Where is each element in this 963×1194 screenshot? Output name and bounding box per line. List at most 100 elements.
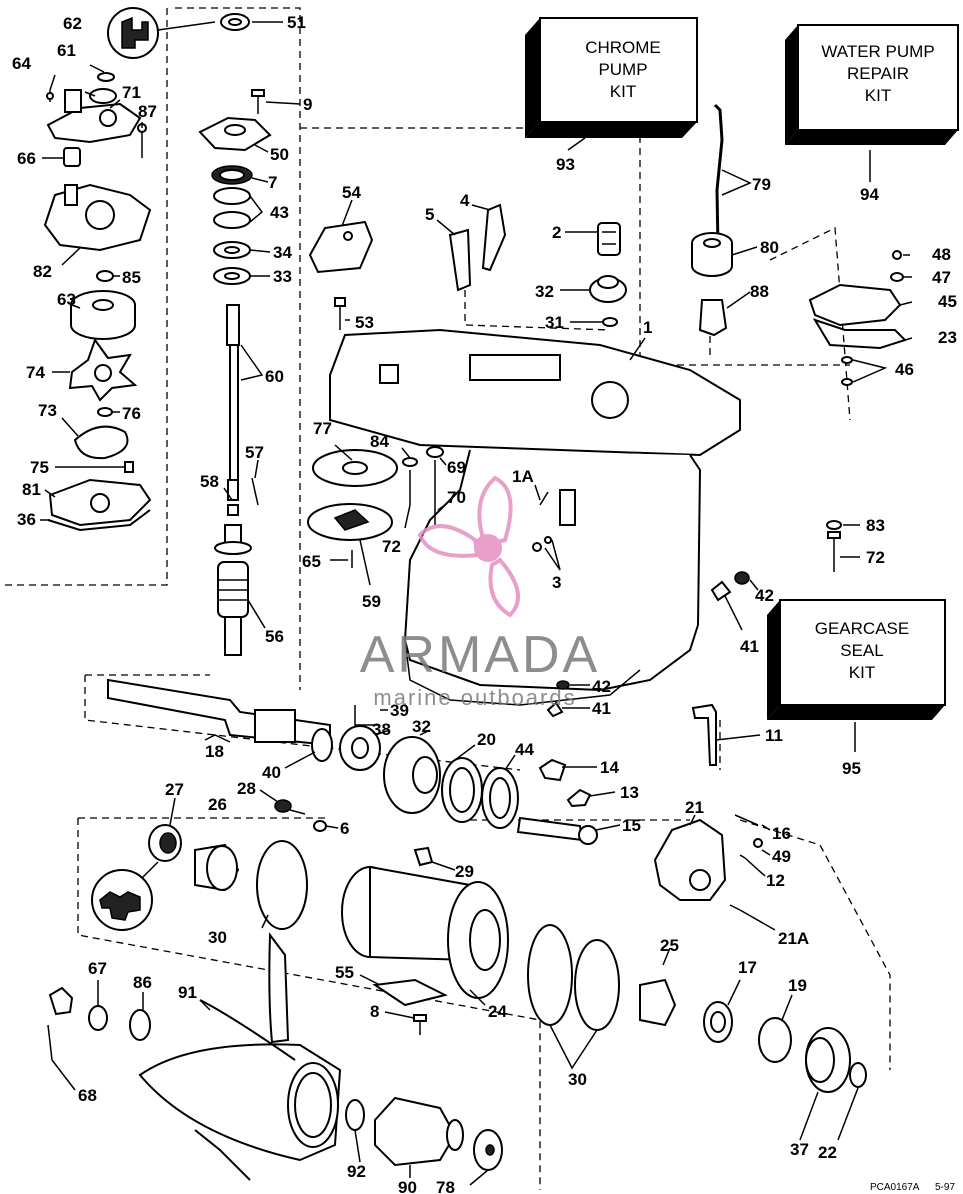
part-label: 2 bbox=[552, 223, 561, 242]
part-label: 26 bbox=[208, 795, 227, 814]
part-label: 46 bbox=[895, 360, 914, 379]
part-label: 59 bbox=[362, 592, 381, 611]
part-label: 3 bbox=[552, 573, 561, 592]
part-label: 84 bbox=[370, 432, 389, 451]
part-label: 19 bbox=[788, 976, 807, 995]
part-label: 1A bbox=[512, 467, 534, 486]
gearcase-kit-line3: KIT bbox=[849, 663, 875, 682]
part-label: 81 bbox=[22, 480, 41, 499]
part-label: 7 bbox=[268, 173, 277, 192]
water-pump-repair-kit-box: WATER PUMP REPAIR KIT bbox=[785, 24, 959, 145]
part-label: 16 bbox=[772, 824, 791, 843]
part-label: 8 bbox=[370, 1002, 379, 1021]
part-label: 23 bbox=[938, 328, 957, 347]
part-label: 4 bbox=[460, 191, 470, 210]
gearcase-kit-line1: GEARCASE bbox=[815, 619, 909, 638]
propeller-logo-icon bbox=[417, 475, 520, 618]
part-label: 85 bbox=[122, 268, 141, 287]
part-label: 76 bbox=[122, 404, 141, 423]
part-label: 27 bbox=[165, 780, 184, 799]
chrome-pump-kit-line3: KIT bbox=[610, 82, 636, 101]
watermark-brand: ARMADA bbox=[360, 626, 600, 684]
part-label: 64 bbox=[12, 54, 31, 73]
part-label: 93 bbox=[556, 155, 575, 174]
part-label: 72 bbox=[382, 537, 401, 556]
part-label: 14 bbox=[600, 758, 619, 777]
part-label: 91 bbox=[178, 983, 197, 1002]
part-label: 65 bbox=[302, 552, 321, 571]
part-label: 71 bbox=[122, 83, 141, 102]
part-label: 55 bbox=[335, 963, 354, 982]
part-label: 32 bbox=[412, 717, 431, 736]
part-label: 29 bbox=[455, 862, 474, 881]
leader-lines bbox=[40, 21, 913, 1186]
part-label: 70 bbox=[447, 488, 466, 507]
propshaft-group bbox=[91, 678, 867, 1093]
part-label: 79 bbox=[752, 175, 771, 194]
part-label: 73 bbox=[38, 401, 57, 420]
part-label: 41 bbox=[592, 699, 611, 718]
footer-code: PCA0167A bbox=[870, 1182, 920, 1193]
part-label: 21 bbox=[685, 798, 704, 817]
part-label: 51 bbox=[287, 13, 306, 32]
part-label: 9 bbox=[303, 95, 312, 114]
part-label: 28 bbox=[237, 779, 256, 798]
part-label: 80 bbox=[760, 238, 779, 257]
part-label: 30 bbox=[208, 928, 227, 947]
water-pump-kit-line1: WATER PUMP bbox=[821, 42, 934, 61]
part-label: 95 bbox=[842, 759, 861, 778]
part-label: 92 bbox=[347, 1162, 366, 1181]
part-label: 5 bbox=[425, 205, 434, 224]
part-label: 67 bbox=[88, 959, 107, 978]
part-label: 63 bbox=[57, 290, 76, 309]
part-label: 22 bbox=[818, 1143, 837, 1162]
chrome-pump-kit-line2: PUMP bbox=[598, 60, 647, 79]
part-label: 61 bbox=[57, 41, 76, 60]
part-label: 77 bbox=[313, 419, 332, 438]
part-label: 39 bbox=[390, 701, 409, 720]
part-label: 43 bbox=[270, 203, 289, 222]
part-label: 90 bbox=[398, 1178, 417, 1194]
part-label: 41 bbox=[740, 637, 759, 656]
part-label: 24 bbox=[488, 1002, 507, 1021]
part-label: 25 bbox=[660, 936, 679, 955]
part-label: 12 bbox=[766, 871, 785, 890]
part-label: 15 bbox=[622, 816, 641, 835]
part-label: 44 bbox=[515, 740, 534, 759]
part-label: 74 bbox=[26, 363, 45, 382]
part-label: 48 bbox=[932, 245, 951, 264]
part-label: 88 bbox=[750, 282, 769, 301]
gearcase-seal-kit-box: GEARCASE SEAL KIT bbox=[767, 599, 946, 720]
part-label: 37 bbox=[790, 1140, 809, 1159]
footer-date: 5-97 bbox=[935, 1182, 955, 1193]
propeller-group bbox=[47, 932, 503, 1181]
part-label: 83 bbox=[866, 516, 885, 535]
watermark-tagline: marine outboards bbox=[373, 685, 576, 710]
part-label: 75 bbox=[30, 458, 49, 477]
armada-watermark: ARMADA marine outboards bbox=[360, 475, 600, 710]
part-label: 66 bbox=[17, 149, 36, 168]
part-label: 1 bbox=[643, 318, 652, 337]
part-label: 62 bbox=[63, 14, 82, 33]
water-pump-kit-line2: REPAIR bbox=[847, 64, 909, 83]
part-label: 50 bbox=[270, 145, 289, 164]
water-pump-group bbox=[43, 7, 216, 532]
part-label: 69 bbox=[447, 458, 466, 477]
part-label: 49 bbox=[772, 847, 791, 866]
part-label: 34 bbox=[273, 243, 292, 262]
water-pump-kit-line3: KIT bbox=[865, 86, 891, 105]
part-label: 20 bbox=[477, 730, 496, 749]
driveshaft-stack bbox=[198, 13, 272, 656]
part-label: 32 bbox=[535, 282, 554, 301]
part-label: 33 bbox=[273, 267, 292, 286]
part-label: 18 bbox=[205, 742, 224, 761]
chrome-pump-kit-line1: CHROME bbox=[585, 38, 661, 57]
part-label: 82 bbox=[33, 262, 52, 281]
part-label: 17 bbox=[738, 958, 757, 977]
part-label: 45 bbox=[938, 292, 957, 311]
part-label: 42 bbox=[592, 677, 611, 696]
chrome-pump-kit-box: CHROME PUMP KIT bbox=[525, 17, 698, 138]
part-label: 78 bbox=[436, 1178, 455, 1194]
part-label: 21A bbox=[778, 929, 809, 948]
part-label: 86 bbox=[133, 973, 152, 992]
